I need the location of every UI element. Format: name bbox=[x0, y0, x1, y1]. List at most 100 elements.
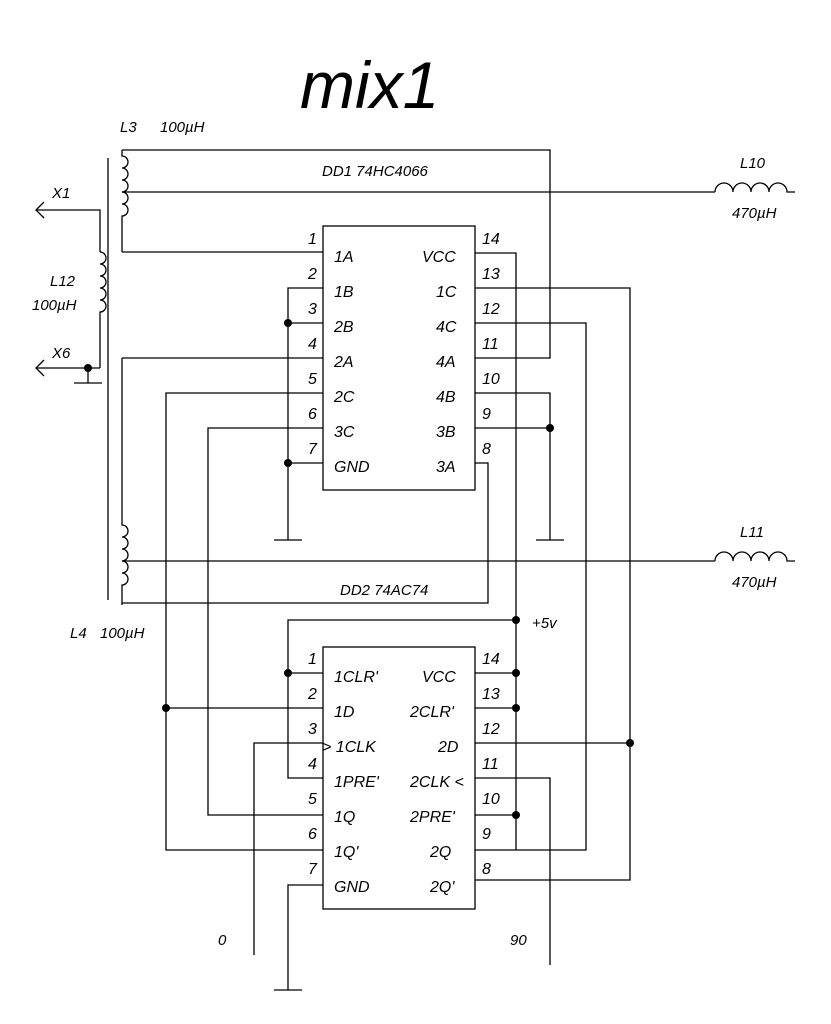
junction-dot bbox=[284, 459, 292, 467]
l3-name: L3 bbox=[120, 119, 137, 136]
wire-dd1-4c-2q bbox=[475, 322, 587, 851]
clk0-label: 0 bbox=[218, 932, 227, 949]
pin-name: VCC bbox=[422, 669, 456, 686]
vcc-label: +5v bbox=[532, 615, 558, 632]
l11-inductor bbox=[714, 551, 795, 562]
pin-name: 4A bbox=[436, 354, 456, 371]
pin-name: 1Q bbox=[334, 809, 355, 826]
l10-name: L10 bbox=[740, 155, 766, 172]
dd1-label: DD1 74HC4066 bbox=[322, 163, 429, 180]
wire-clk0 bbox=[253, 742, 323, 955]
l10-inductor bbox=[714, 182, 795, 193]
pin-name: 1D bbox=[334, 704, 355, 721]
pin-number: 12 bbox=[482, 721, 500, 738]
pin-number: 7 bbox=[308, 861, 318, 878]
pin-name: 2Q' bbox=[429, 879, 455, 896]
junction-dot bbox=[284, 319, 292, 327]
pin-name: 2CLK < bbox=[409, 774, 464, 791]
clk90-label: 90 bbox=[510, 932, 527, 949]
wire-dd1-1b-gnd bbox=[287, 287, 323, 540]
junction-dot bbox=[512, 616, 520, 624]
pin-number: 5 bbox=[308, 371, 317, 388]
dd2-label: DD2 74AC74 bbox=[340, 582, 428, 599]
l12-name: L12 bbox=[50, 273, 76, 290]
pin-name: GND bbox=[334, 879, 370, 896]
pin-number: 13 bbox=[482, 266, 500, 283]
dd1-left-pins: 1 1A 2 1B 3 2B 4 2A 5 2C 6 3C 7 GND bbox=[307, 231, 370, 476]
pin-name: VCC bbox=[422, 249, 456, 266]
pin-number: 13 bbox=[482, 686, 500, 703]
diagram-title: mix1 bbox=[300, 48, 439, 122]
pin-name: 2C bbox=[333, 389, 355, 406]
pin-number: 8 bbox=[482, 861, 491, 878]
wire-clk90 bbox=[475, 777, 551, 965]
pin-number: 4 bbox=[308, 336, 317, 353]
pin-name: 1PRE' bbox=[334, 774, 380, 791]
pin-name: 4C bbox=[436, 319, 457, 336]
wire-vcc-bus bbox=[475, 252, 517, 850]
dd2-left-pins: 1 1CLR' 2 1D 3 > 1CLK 4 1PRE' 5 1Q 6 1Q'… bbox=[307, 651, 380, 896]
junction-dot bbox=[546, 424, 554, 432]
pin-name: 2D bbox=[437, 739, 459, 756]
pin-number: 10 bbox=[482, 791, 500, 808]
pin-name: 3C bbox=[334, 424, 355, 441]
l3-winding bbox=[121, 150, 129, 252]
pin-number: 10 bbox=[482, 371, 500, 388]
pin-number: 1 bbox=[308, 231, 317, 248]
pin-number: 11 bbox=[482, 336, 499, 353]
pin-name: 2B bbox=[333, 319, 354, 336]
pin-name: 2CLR' bbox=[409, 704, 455, 721]
dd1-right-pins: 14 VCC 13 1C 12 4C 11 4A 10 4B 9 3B 8 3A bbox=[422, 231, 500, 476]
pin-name: 1Q' bbox=[334, 844, 359, 861]
wire-dd1-3c-1q bbox=[207, 427, 323, 816]
pin-number: 1 bbox=[308, 651, 317, 668]
pin-number: 12 bbox=[482, 301, 500, 318]
l4-value: 100µH bbox=[100, 625, 145, 642]
pin-name: 2A bbox=[333, 354, 354, 371]
junction-dot bbox=[512, 811, 520, 819]
l3-value: 100µH bbox=[160, 119, 205, 136]
wire-l3-top bbox=[122, 149, 551, 359]
pin-name: 1C bbox=[436, 284, 457, 301]
pin-number: 2 bbox=[307, 686, 317, 703]
junction-dot bbox=[626, 739, 634, 747]
wire-dd1-2c-1qn bbox=[165, 392, 323, 851]
dd2-right-pins: 14 VCC 13 2CLR' 12 2D 11 2CLK < 10 2PRE'… bbox=[409, 651, 500, 896]
wire-x1 bbox=[36, 209, 101, 252]
pin-number: 14 bbox=[482, 651, 500, 668]
pin-number: 14 bbox=[482, 231, 500, 248]
dd1-chip bbox=[322, 225, 476, 491]
pin-name: 3A bbox=[436, 459, 456, 476]
l11-name: L11 bbox=[740, 524, 764, 541]
l11-value: 470µH bbox=[732, 574, 777, 591]
x6-arrow-icon bbox=[35, 359, 45, 377]
x6-label: X6 bbox=[51, 345, 71, 362]
wire-5v-pre bbox=[287, 619, 516, 779]
x1-arrow-icon bbox=[35, 201, 45, 219]
pin-name: 4B bbox=[436, 389, 456, 406]
pin-name: 1A bbox=[334, 249, 354, 266]
junction-dot bbox=[512, 704, 520, 712]
pin-number: 8 bbox=[482, 441, 491, 458]
pin-name: GND bbox=[334, 459, 370, 476]
pin-name: 1B bbox=[334, 284, 354, 301]
pin-number: 3 bbox=[308, 721, 317, 738]
pin-name: > 1CLK bbox=[322, 739, 377, 756]
l10-value: 470µH bbox=[732, 205, 777, 222]
pin-name: 3B bbox=[436, 424, 456, 441]
pin-number: 9 bbox=[482, 406, 491, 423]
pin-number: 3 bbox=[308, 301, 317, 318]
l4-name: L4 bbox=[70, 625, 87, 642]
pin-name: 2Q bbox=[429, 844, 451, 861]
pin-number: 11 bbox=[482, 756, 499, 773]
l12-value: 100µH bbox=[32, 297, 77, 314]
pin-number: 4 bbox=[308, 756, 317, 773]
wire-dd2-gnd bbox=[287, 884, 323, 990]
x1-label: X1 bbox=[51, 185, 70, 202]
junction-dot bbox=[284, 669, 292, 677]
pin-number: 2 bbox=[307, 266, 317, 283]
dd2-chip bbox=[322, 646, 476, 910]
l12-inductor bbox=[99, 251, 107, 368]
junction-dot bbox=[84, 364, 92, 372]
